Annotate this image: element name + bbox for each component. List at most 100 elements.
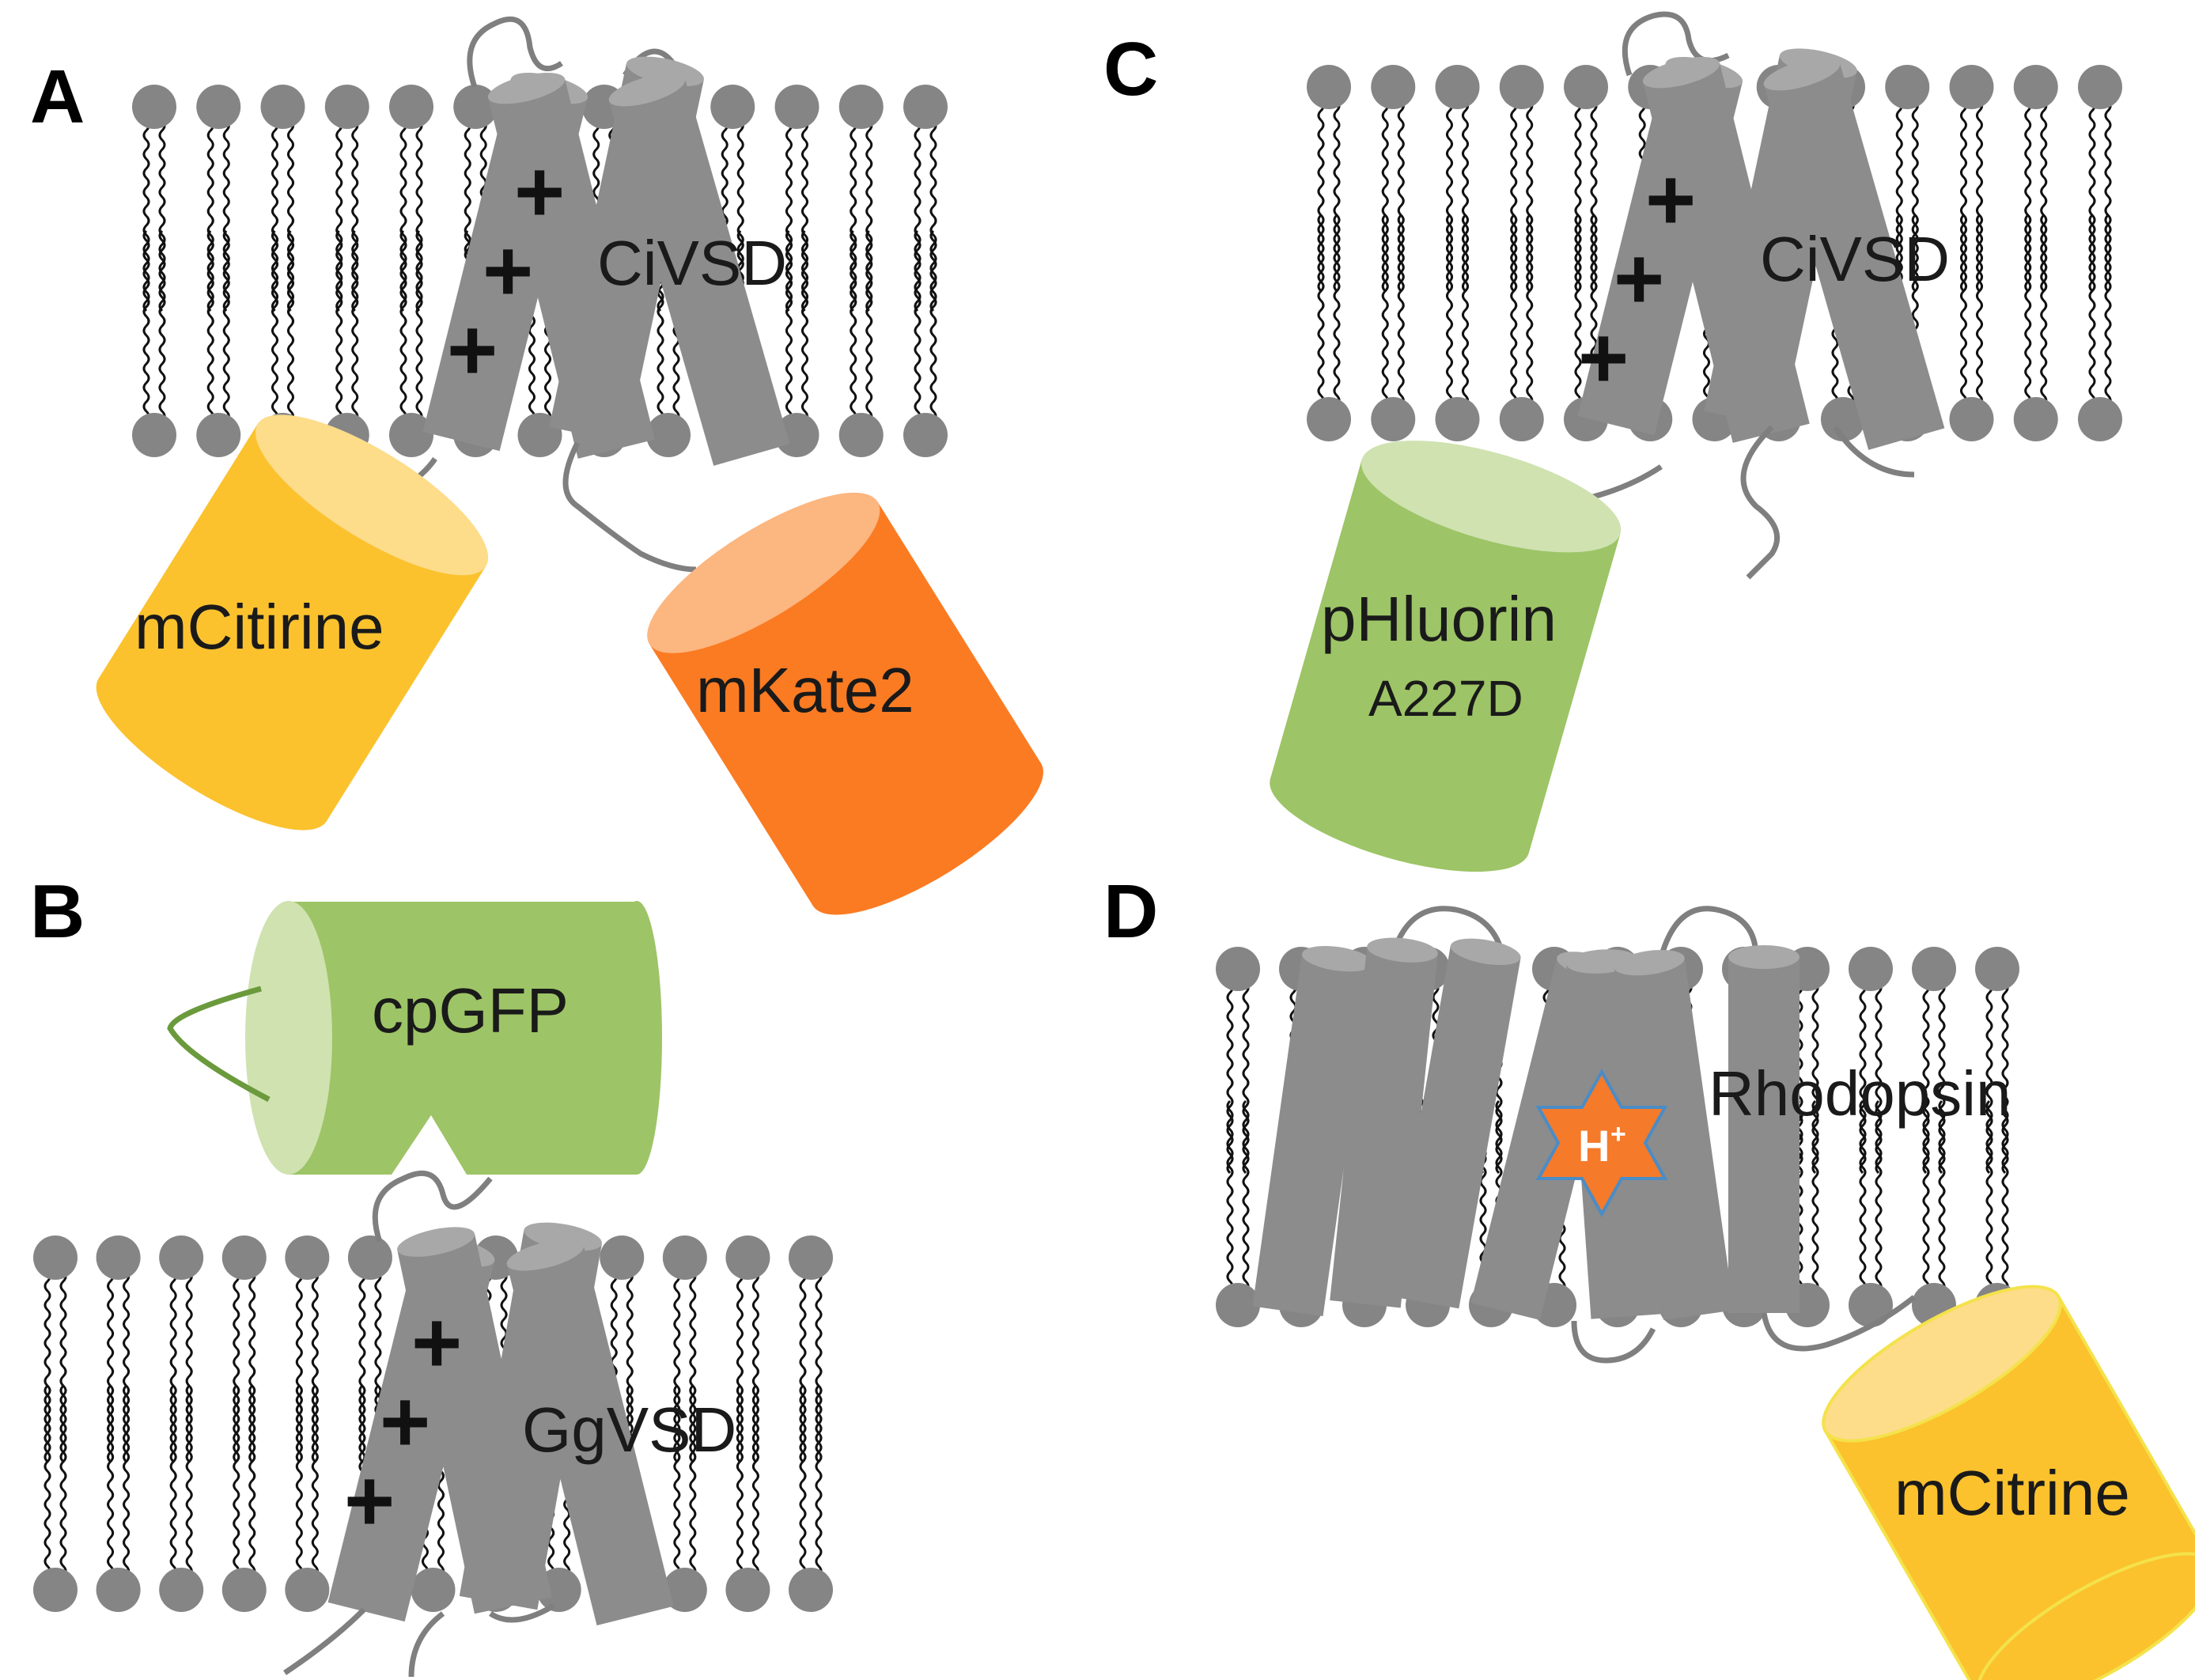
lipid-tail	[751, 1384, 759, 1577]
lipid-head	[1435, 65, 1480, 109]
panel-c-letter: C	[1103, 27, 1158, 112]
loop-c2	[1740, 425, 1781, 580]
rhodopsin-protein: H +	[1252, 906, 1917, 1364]
tail-b3	[489, 1602, 555, 1623]
lipid-tail	[2104, 214, 2112, 407]
label-c-vsd: CiVSD	[1760, 224, 1950, 294]
lipid-tail	[311, 1384, 319, 1577]
lipid-head	[2013, 65, 2058, 109]
helix-b4	[506, 1239, 674, 1625]
lipid-head	[96, 1568, 141, 1612]
lipid-head	[221, 1568, 267, 1612]
label-a-vsd: CiVSD	[597, 228, 787, 298]
lipid-head	[1849, 1283, 1893, 1327]
lipid-head	[2013, 397, 2058, 441]
lipid-tail	[1397, 214, 1405, 407]
lipid-head	[159, 1568, 204, 1612]
lipid-head	[196, 85, 241, 129]
lipid-head	[1885, 65, 1930, 109]
proton-star	[1535, 1068, 1668, 1218]
panel-c: C + + +	[1103, 11, 2122, 872]
lipid-head	[1216, 947, 1260, 991]
voltage-sensor-domain-a: + + +	[370, 16, 790, 573]
lipid-head	[710, 85, 755, 129]
lipid-head	[96, 1235, 141, 1280]
label-c-phluorin: pHluorin	[1321, 584, 1557, 654]
lipid-head	[838, 85, 884, 129]
lipid-head	[903, 85, 948, 129]
voltage-sensor-domain-c: + + +	[1542, 11, 1945, 580]
helix-a4	[608, 74, 790, 466]
lipid-head	[1564, 65, 1608, 109]
lipid-head	[1307, 65, 1351, 109]
lipid-head	[1371, 397, 1416, 441]
lipid-head	[221, 1235, 267, 1280]
lipid-head	[347, 1235, 392, 1280]
helix-d1	[1252, 946, 1373, 1317]
lipid-tail	[59, 1384, 67, 1577]
charge-c3: +	[1578, 309, 1629, 407]
lipid-head	[33, 1568, 78, 1612]
lipid-head	[838, 413, 884, 457]
lipid-head	[646, 413, 691, 457]
lipid-head	[1435, 397, 1480, 441]
loop-d3	[1571, 1320, 1656, 1364]
charge-b1: +	[411, 1294, 462, 1391]
lipid-head	[662, 1235, 707, 1280]
linker-d	[1761, 1295, 1917, 1352]
loop-d1	[1389, 906, 1506, 958]
label-b-vsd: GgVSD	[522, 1394, 736, 1465]
label-d-citrine: mCitrine	[1894, 1458, 2130, 1528]
label-d-rhodopsin: Rhodopsin	[1709, 1058, 2011, 1129]
tail-b1	[283, 1607, 366, 1675]
lipid-tail	[815, 1384, 823, 1577]
lipid-head	[285, 1568, 330, 1612]
lipid-head	[2078, 65, 2122, 109]
lipid-head	[725, 1568, 770, 1612]
lipid-tail	[1381, 214, 1389, 407]
lipid-tail	[2024, 214, 2032, 407]
lipid-head	[1821, 397, 1865, 441]
charge-c2: +	[1614, 230, 1664, 327]
lipid-tail	[1960, 214, 1967, 407]
panel-d-letter: D	[1103, 869, 1158, 954]
lipid-head	[285, 1235, 330, 1280]
lipid-head	[600, 1235, 645, 1280]
membrane-a	[132, 85, 948, 457]
lipid-head	[789, 1235, 833, 1280]
lipid-head	[411, 1568, 456, 1612]
helix-c4	[1763, 58, 1945, 450]
lipid-tail	[1976, 214, 1983, 407]
lipid-head	[789, 1568, 833, 1612]
lipid-head	[324, 85, 369, 129]
lipid-tail	[295, 1384, 303, 1577]
charge-a1: +	[514, 143, 565, 240]
loop-a1	[467, 16, 563, 89]
panel-a: A + + +	[30, 16, 1043, 915]
panel-b-letter: B	[30, 869, 85, 954]
lipid-tail	[1462, 214, 1469, 407]
lipid-head	[774, 413, 819, 457]
lipid-tail	[1446, 214, 1453, 407]
proton-charge: +	[1610, 1119, 1626, 1149]
lipid-tail	[123, 1384, 131, 1577]
lipid-tail	[107, 1384, 115, 1577]
insertion-marker-b	[392, 1115, 467, 1175]
lipid-tail	[1333, 214, 1341, 407]
lipid-head	[1499, 397, 1544, 441]
linker-a-kate	[562, 441, 697, 573]
charge-a2: +	[483, 222, 533, 320]
lipid-tail	[736, 1384, 744, 1577]
helix-d6	[1614, 949, 1735, 1320]
lipid-tail	[2040, 214, 2048, 407]
charge-b3: +	[344, 1452, 395, 1549]
lipid-head	[196, 413, 241, 457]
fp-a-citrine	[96, 414, 489, 831]
lipid-head	[1216, 1283, 1260, 1327]
fp-b-cpgfp	[167, 901, 662, 1175]
lipid-head	[1912, 947, 1956, 991]
lipid-head	[389, 85, 433, 129]
helix-d2	[1330, 937, 1438, 1308]
helix-d7	[1728, 945, 1800, 1313]
lipid-head	[774, 85, 819, 129]
